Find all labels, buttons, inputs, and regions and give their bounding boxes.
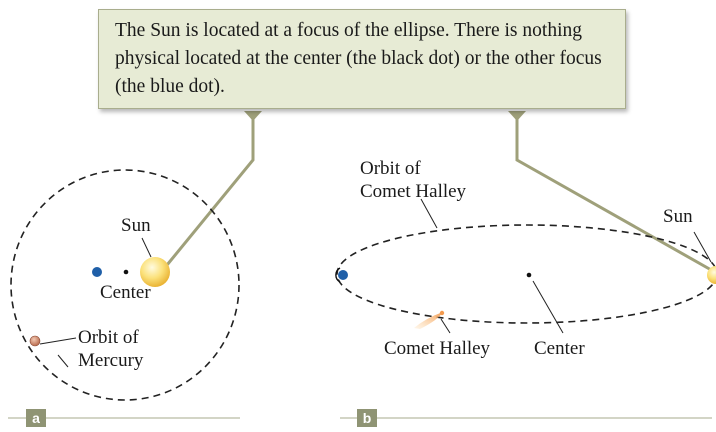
sun-pointer-a <box>142 238 151 257</box>
orbit-pointer-b <box>421 199 437 228</box>
sun-label-b: Sun <box>663 206 693 228</box>
empty-focus-a <box>92 267 102 277</box>
sun-pointer-b <box>694 232 711 262</box>
panel-badge-a: a <box>26 409 46 427</box>
center-label-b: Center <box>534 338 585 360</box>
center-dot-a <box>124 270 129 275</box>
mercury-pointer <box>40 338 76 344</box>
center-label-a: Center <box>100 282 151 304</box>
sun-label-a: Sun <box>121 215 151 237</box>
center-dot-b <box>527 273 532 278</box>
panel-badge-b: b <box>357 409 377 427</box>
orbit-label-b-line2: Comet Halley <box>360 181 466 203</box>
mercury-planet <box>30 336 40 346</box>
orbit-label-b-line1: Orbit of <box>360 158 421 180</box>
comet-pointer <box>441 319 450 333</box>
empty-focus-b <box>338 270 348 280</box>
orbit-pointer-a <box>58 355 68 367</box>
center-pointer-b <box>533 281 563 333</box>
callout-pointer-b <box>508 111 526 121</box>
orbit-label-a-line2: Mercury <box>78 350 143 372</box>
orbit-label-a-line1: Orbit of <box>78 327 139 349</box>
leader-line-b <box>517 112 713 271</box>
leader-line-a <box>167 112 253 265</box>
explanation-callout: The Sun is located at a focus of the ell… <box>98 9 626 109</box>
callout-pointer-a <box>244 111 262 121</box>
comet-label: Comet Halley <box>384 338 490 360</box>
